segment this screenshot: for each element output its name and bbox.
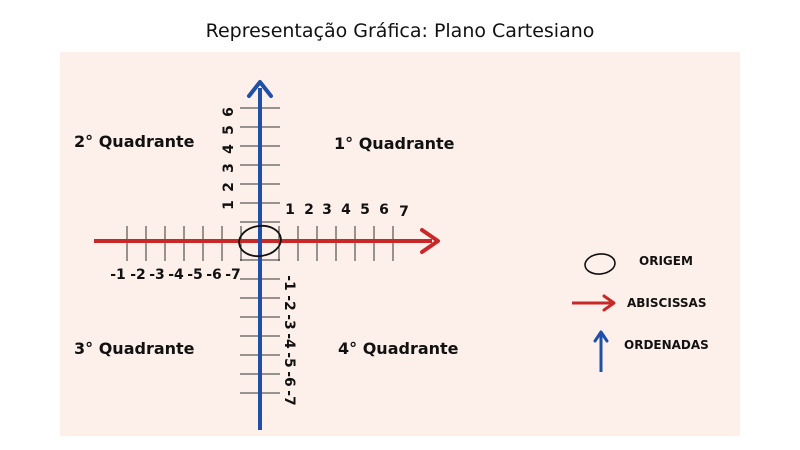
origin-legend-icon: [584, 253, 616, 275]
y-negative-labels: -1 -2 -3 -4 -5 -6 -7: [281, 275, 297, 406]
x-positive-labels: 1 2 3 4 5 6 7: [285, 202, 409, 220]
origin-ellipse: [238, 224, 282, 258]
quadrant-2-label: 2° Quadrante: [74, 132, 195, 151]
y-label: 4: [221, 144, 237, 154]
x-label: -1: [110, 267, 126, 283]
legend-origin-label: ORIGEM: [639, 254, 693, 268]
y-label: 3: [221, 163, 237, 173]
legend-ordinates-label: ORDENADAS: [624, 338, 709, 352]
y-label: 6: [221, 107, 237, 117]
y-label: -7: [281, 390, 297, 406]
x-label: 6: [379, 202, 389, 218]
y-label: -2: [281, 295, 297, 311]
y-label: -5: [281, 352, 297, 368]
page-title: Representação Gráfica: Plano Cartesiano: [205, 20, 595, 42]
diagram-panel: [60, 52, 740, 436]
quadrant-1-label: 1° Quadrante: [334, 134, 455, 153]
x-label: -7: [225, 267, 241, 283]
y-label: 1: [221, 200, 237, 210]
x-negative-labels: -1 -2 -3 -4 -5 -6 -7: [110, 267, 241, 283]
x-label: 2: [304, 202, 314, 218]
y-axis-arrowhead: [247, 80, 273, 98]
x-label: 7: [399, 204, 409, 220]
y-label: -4: [281, 333, 297, 349]
legend: ORIGEM ABISCISSAS ORDENADAS: [572, 253, 709, 372]
y-label: -6: [281, 371, 297, 387]
abscissas-legend-icon: [602, 294, 616, 312]
tick-marks: [126, 107, 394, 394]
y-label: -3: [281, 314, 297, 330]
ordinates-legend-icon: [593, 330, 609, 343]
quadrant-4-label: 4° Quadrante: [338, 339, 459, 358]
y-axis: [247, 80, 273, 430]
quadrant-3-label: 3° Quadrante: [74, 339, 195, 358]
x-axis: [94, 228, 440, 254]
x-label: -5: [187, 267, 203, 283]
x-label: 3: [322, 202, 332, 218]
y-label: 5: [221, 125, 237, 135]
y-positive-labels: 1 2 3 4 5 6: [221, 107, 237, 210]
x-axis-arrowhead: [420, 228, 440, 254]
y-label: 2: [221, 182, 237, 192]
x-label: 1: [285, 202, 295, 218]
x-label: -2: [130, 267, 146, 283]
y-label: -1: [281, 275, 297, 291]
legend-abscissas-label: ABISCISSAS: [627, 296, 707, 310]
x-label: -6: [206, 267, 222, 283]
x-label: -3: [149, 267, 165, 283]
x-label: 5: [360, 202, 370, 218]
x-label: 4: [341, 202, 351, 218]
x-label: -4: [168, 267, 184, 283]
